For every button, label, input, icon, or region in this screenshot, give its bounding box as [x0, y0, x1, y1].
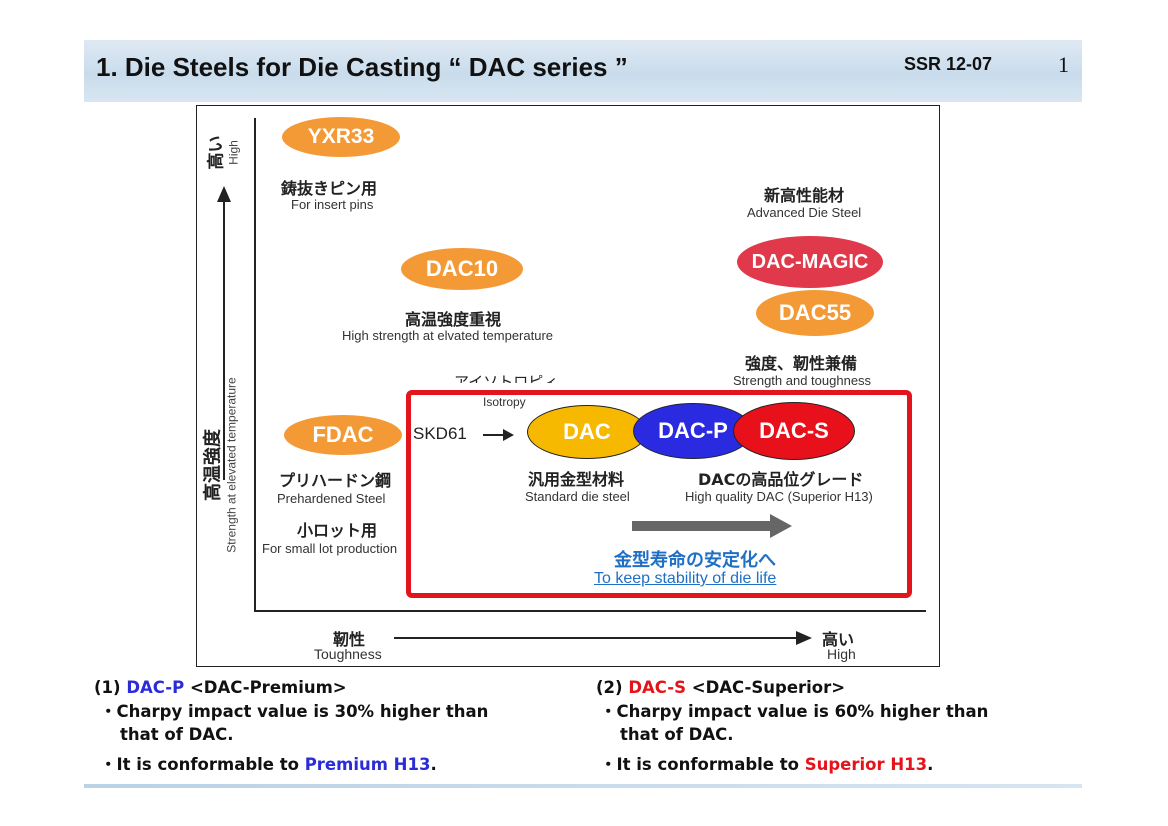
yxr33-jp-label: 鋳抜きピン用 — [281, 179, 378, 198]
dac10-en-label: High strength at elvated temperature — [342, 328, 554, 343]
dac-en-label: Standard die steel — [525, 489, 630, 504]
y-axis-arrow-head — [217, 186, 231, 202]
dac-magic-badge: DAC-MAGIC — [737, 236, 883, 288]
x-axis-label-jp: 靭性 — [333, 630, 366, 649]
yxr33-en-label: For insert pins — [291, 197, 374, 212]
high-quality-jp-label: DACの高品位グレード — [698, 470, 864, 489]
yxr33-badge: YXR33 — [282, 117, 400, 157]
dac55-badge: DAC55 — [756, 290, 874, 336]
dac55-en-label: Strength and toughness — [733, 373, 872, 388]
note-dac-p-line2: that of DAC. — [120, 725, 234, 744]
document-code: SSR 12-07 — [904, 54, 993, 74]
note-dac-s-line1: ・Charpy impact value is 60% higher than — [600, 702, 989, 721]
advanced-jp-label: 新高性能材 — [764, 186, 845, 205]
footer-divider — [84, 784, 1082, 788]
page-number: 1 — [1058, 52, 1069, 77]
note-dac-s-heading: (2) DAC-S <DAC-Superior> — [596, 677, 845, 699]
isotropy-jp-label: アイソトロピィ — [454, 373, 559, 383]
note-dac-p-number: (1) — [94, 678, 127, 697]
y-axis-label: 高温強度 Strength at elevated temperature — [196, 340, 242, 590]
dac-badge: DAC — [527, 405, 647, 459]
skd61-arrow-line — [483, 434, 505, 436]
dac10-badge: DAC10 — [401, 248, 523, 290]
note-dac-s-number: (2) — [596, 678, 629, 697]
high-quality-en-label: High quality DAC (Superior H13) — [685, 489, 873, 504]
note-dac-s-line3: ・It is conformable to Superior H13. — [600, 754, 933, 776]
stability-en-label: To keep stability of die life — [594, 570, 777, 587]
note-dac-s-line3-text: ・It is conformable to — [600, 755, 805, 774]
note-dac-p-subtitle: <DAC-Premium> — [184, 678, 347, 697]
note-dac-p-line3-end: . — [430, 755, 437, 774]
dac-s-badge: DAC-S — [733, 402, 855, 460]
highlight-box — [406, 390, 912, 598]
note-dac-s-line3-end: . — [927, 755, 934, 774]
x-axis-high-jp: 高い — [822, 630, 855, 649]
fdac-en-label: Prehardened Steel — [277, 491, 386, 506]
page-title: 1. Die Steels for Die Casting “ DAC seri… — [96, 52, 628, 82]
y-axis-line — [254, 118, 256, 612]
skd61-arrow-head — [503, 429, 514, 441]
x-axis-label-en: Toughness — [314, 646, 382, 662]
y-axis-high-en: High — [226, 139, 241, 165]
y-axis-high-label: 高い High — [202, 122, 241, 182]
dac10-jp-label: 高温強度重視 — [405, 310, 502, 329]
y-axis-arrow-line — [223, 200, 225, 480]
isotropy-en-label: Isotropy — [483, 395, 526, 409]
x-axis-arrow-head — [796, 631, 812, 645]
note-dac-p-line3: ・It is conformable to Premium H13. — [100, 754, 437, 776]
note-dac-s-subtitle: <DAC-Superior> — [686, 678, 846, 697]
x-axis-arrow-line — [394, 637, 798, 639]
progress-arrow-head — [770, 514, 792, 538]
dac-jp-label: 汎用金型材料 — [528, 470, 625, 489]
note-dac-s-line2: that of DAC. — [620, 725, 734, 744]
fdac-jp-label-2: 小ロット用 — [297, 521, 378, 540]
note-dac-p-name: DAC-P — [126, 678, 185, 697]
stability-jp-label: 金型寿命の安定化へ — [614, 550, 776, 571]
y-axis-label-jp: 高温強度 — [203, 429, 225, 502]
skd61-label: SKD61 — [413, 424, 467, 443]
dac55-jp-label: 強度、靭性兼備 — [745, 354, 858, 373]
note-dac-p-line1: ・Charpy impact value is 30% higher than — [100, 702, 489, 721]
y-axis-high-jp: 高い — [206, 135, 227, 169]
note-premium-h13: Premium H13 — [304, 755, 431, 774]
x-axis-line — [254, 610, 926, 612]
fdac-badge: FDAC — [284, 415, 402, 455]
diagram-frame — [196, 105, 940, 667]
note-dac-p-line3-text: ・It is conformable to — [100, 755, 305, 774]
y-axis-label-en: Strength at elevated temperature — [225, 377, 240, 553]
advanced-en-label: Advanced Die Steel — [747, 205, 862, 220]
title-bar: 1. Die Steels for Die Casting “ DAC seri… — [84, 40, 1082, 102]
x-axis-high-en: High — [827, 646, 856, 662]
note-dac-p-heading: (1) DAC-P <DAC-Premium> — [94, 677, 347, 699]
progress-arrow-line — [632, 521, 772, 531]
note-dac-s-name: DAC-S — [628, 678, 686, 697]
fdac-en-label-2: For small lot production — [262, 541, 398, 556]
fdac-jp-label: プリハードン鋼 — [279, 471, 392, 490]
note-superior-h13: Superior H13 — [804, 755, 928, 774]
